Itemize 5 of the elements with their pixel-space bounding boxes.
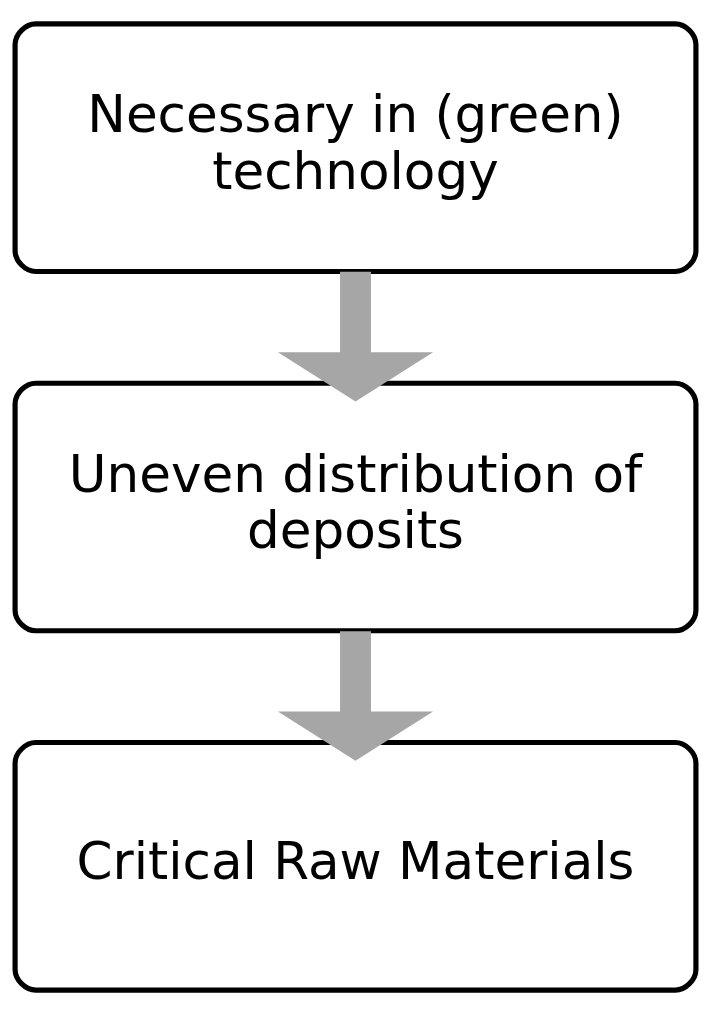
- node-box: Necessary in (green) technology: [12, 20, 699, 274]
- arrow: [277, 271, 434, 401]
- node-box: Uneven distribution of deposits: [12, 380, 699, 633]
- node-box: Critical Raw Materials: [12, 739, 699, 993]
- arrow: [277, 630, 434, 761]
